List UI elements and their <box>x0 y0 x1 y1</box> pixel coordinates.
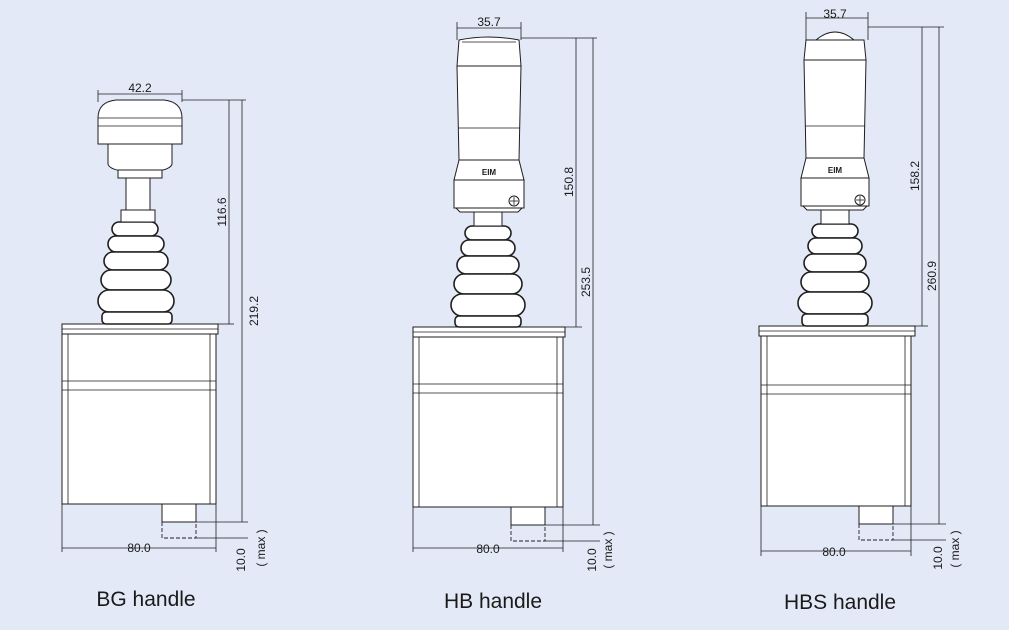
bg-connector-height: 10.0 <box>234 548 248 572</box>
bg-top-width: 42.2 <box>128 81 152 95</box>
hb-base-width: 80.0 <box>476 542 500 556</box>
hbs-handle-drawing: EIM 35.7 158.2 260.9 10.0 ( max ) <box>758 7 962 614</box>
bg-caption: BG handle <box>96 588 195 611</box>
hbs-handle-height: 158.2 <box>908 161 922 191</box>
bg-dimensions: 42.2 116.6 219.2 10.0 ( max ) 80.0 <box>61 81 268 572</box>
hbs-top-width: 35.7 <box>823 7 847 21</box>
hbs-brand-mark: EIM <box>828 166 843 175</box>
bg-housing <box>61 333 217 505</box>
hbs-screw-icon <box>854 194 866 206</box>
hbs-grip: EIM <box>800 31 870 211</box>
hb-top-width: 35.7 <box>477 15 501 29</box>
hbs-housing <box>760 335 912 507</box>
bg-shaft <box>125 177 151 213</box>
hb-housing <box>412 336 564 508</box>
hb-connector-height: 10.0 <box>585 548 599 572</box>
hb-caption: HB handle <box>444 590 542 613</box>
hbs-connector-height: 10.0 <box>931 546 945 570</box>
hbs-base-width: 80.0 <box>822 545 846 559</box>
bg-connector-note: ( max ) <box>254 529 268 566</box>
hb-dimensions: 35.7 150.8 253.5 10.0 ( max ) 80.0 <box>412 15 615 572</box>
hbs-caption: HBS handle <box>784 591 896 614</box>
hb-screw-icon <box>508 195 520 207</box>
hbs-connector <box>858 505 894 525</box>
hbs-connector-note: ( max ) <box>948 530 962 567</box>
hb-handle-height: 150.8 <box>562 167 576 197</box>
bg-handle-height: 116.6 <box>215 197 229 226</box>
hbs-dimensions: 35.7 158.2 260.9 10.0 ( max ) 80.0 <box>760 7 962 570</box>
hb-bellows <box>450 225 526 328</box>
hb-connector <box>510 506 546 526</box>
bg-connector <box>161 503 197 523</box>
hb-handle-drawing: EIM 35.7 150.8 253.5 10.0 ( max ) <box>412 15 615 613</box>
bg-knob <box>97 99 183 179</box>
hb-connector-note: ( max ) <box>601 531 615 568</box>
hb-brand-mark: EIM <box>482 168 497 177</box>
bg-handle-drawing: 42.2 116.6 219.2 10.0 ( max ) 80.0 BG ha… <box>61 81 268 611</box>
hbs-total-height: 260.9 <box>925 261 939 291</box>
hb-total-height: 253.5 <box>579 267 593 297</box>
hbs-bellows <box>797 223 873 327</box>
hb-grip: EIM <box>453 36 525 213</box>
bg-total-height: 219.2 <box>247 296 261 326</box>
bg-base-width: 80.0 <box>127 541 151 555</box>
bg-bellows <box>97 221 175 325</box>
